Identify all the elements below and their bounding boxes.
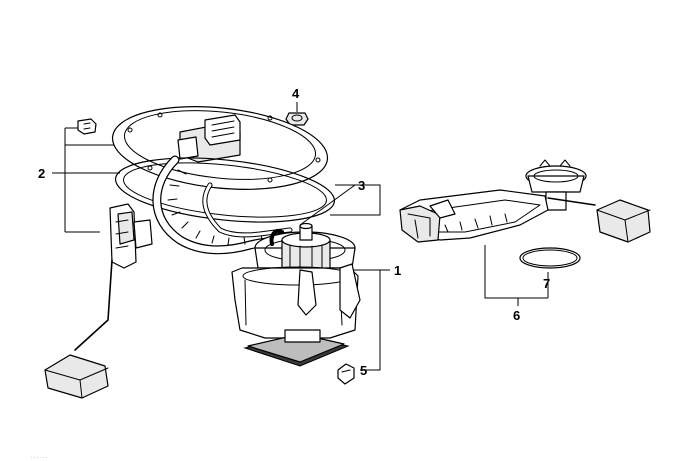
level-sensor-left xyxy=(44,203,153,399)
leader-2 xyxy=(52,127,120,233)
seal-ring-part-3 xyxy=(114,157,336,223)
callout-7: 7 xyxy=(543,276,550,291)
o-ring-part-7 xyxy=(519,247,581,269)
leader-6 xyxy=(484,245,548,306)
clip-part-5 xyxy=(337,363,355,385)
callout-1: 1 xyxy=(394,263,401,278)
callout-3: 3 xyxy=(358,178,365,193)
leader-3 xyxy=(299,184,381,226)
sender-unit-part-6 xyxy=(399,159,651,243)
leader-1 xyxy=(350,269,390,371)
nut-part-4 xyxy=(285,112,309,126)
callout-4: 4 xyxy=(292,86,300,101)
watermark-text: …… xyxy=(30,450,48,460)
clip-part-2-top xyxy=(77,118,97,135)
callout-labels: 2 4 3 1 5 7 6 xyxy=(38,86,550,378)
callout-2: 2 xyxy=(38,166,45,181)
callout-5: 5 xyxy=(360,363,367,378)
callout-6: 6 xyxy=(513,308,520,323)
fuel-pump-assembly-part-1 xyxy=(231,222,361,367)
leader-lines xyxy=(52,102,549,371)
flange-cover-plate xyxy=(111,106,329,190)
